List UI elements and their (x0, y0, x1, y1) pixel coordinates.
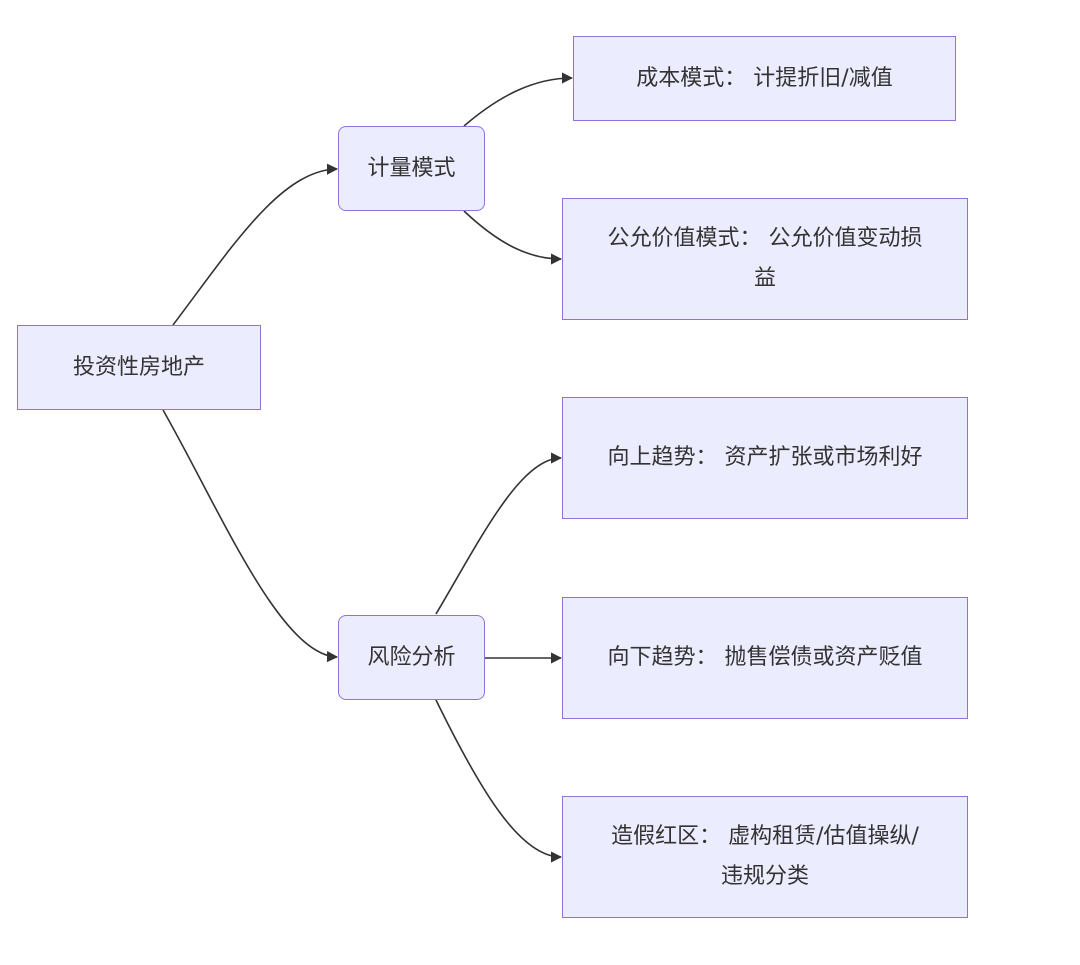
leaf-node-downward-trend-label: 向下趋势： 抛售偿债或资产贬值 (607, 645, 923, 670)
root-node: 投资性房地产 (17, 325, 261, 410)
branch-node-measurement: 计量模式 (338, 126, 485, 211)
branch-node-risk: 风险分析 (338, 615, 485, 700)
leaf-node-cost-model-label: 成本模式： 计提折旧/减值 (636, 65, 893, 91)
branch-node-risk-label: 风险分析 (367, 644, 456, 670)
edge-measurement-to-fairvalue (463, 210, 563, 265)
leaf-node-upward-trend: 向上趋势： 资产扩张或市场利好 (562, 397, 968, 519)
edge-measurement-to-cost (463, 72, 574, 127)
edge-risk-to-up (435, 452, 563, 615)
root-node-label: 投资性房地产 (72, 354, 205, 380)
leaf-node-cost-model: 成本模式： 计提折旧/减值 (573, 36, 956, 121)
edge-root-to-measurement (172, 163, 339, 326)
leaf-node-fraud-red-zone-label: 造假红区： 虚构租赁/估值操纵/违规分类 (611, 824, 919, 889)
leaf-node-downward-trend: 向下趋势： 抛售偿债或资产贬值 (562, 597, 968, 719)
edge-risk-to-fraud (435, 699, 563, 863)
edge-root-to-risk (162, 409, 339, 663)
leaf-node-fair-value-model-label: 公允价值模式： 公允价值变动损益 (607, 226, 923, 291)
leaf-node-fair-value-model: 公允价值模式： 公允价值变动损益 (562, 198, 968, 320)
branch-node-measurement-label: 计量模式 (367, 155, 456, 181)
leaf-node-upward-trend-label: 向上趋势： 资产扩张或市场利好 (607, 445, 923, 470)
leaf-node-fraud-red-zone: 造假红区： 虚构租赁/估值操纵/违规分类 (562, 796, 968, 918)
